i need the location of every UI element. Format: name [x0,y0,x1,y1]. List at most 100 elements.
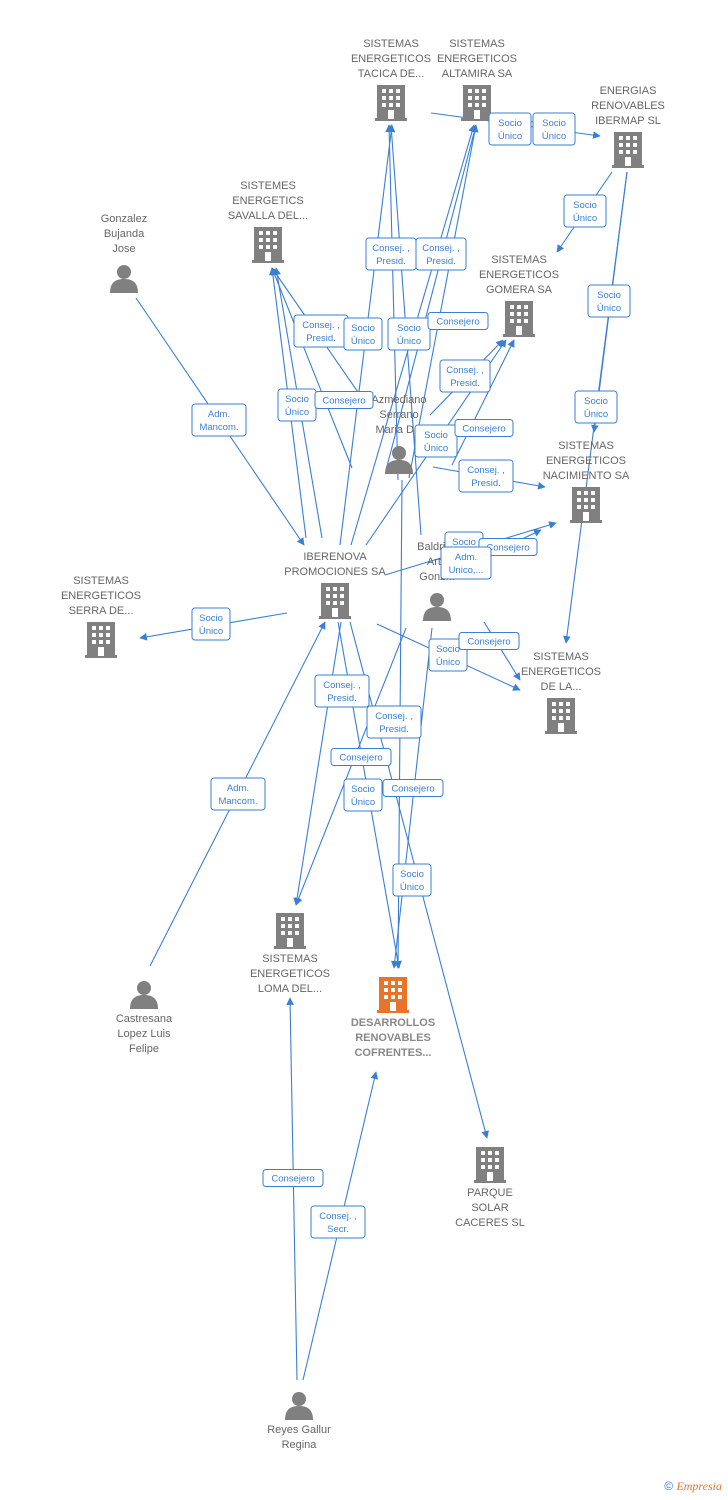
node-label-line: SISTEMES [240,180,296,192]
relation-label-r25[interactable]: Consej. ,Presid. [314,674,370,708]
relation-label-text: Consejero [271,1174,314,1185]
relation-label-text: Consej. , [319,1211,357,1222]
relation-edge [483,621,521,681]
relation-label-text: Consejero [486,543,529,554]
building-icon [319,583,351,619]
person-icon [285,1392,313,1420]
relation-label-text: Socio [573,200,597,211]
node-label-line: CACERES SL [455,1217,525,1229]
relation-label-r21[interactable]: Adm.Unico,... [440,546,492,580]
relation-label-r30[interactable]: Consejero [382,779,444,797]
relation-label-box [440,546,492,580]
relation-label-text: Consejero [391,784,434,795]
relation-label-text: Unico,... [449,565,484,576]
node-label-line: SAVALLA DEL... [228,210,308,222]
person-icon [423,593,451,621]
relation-label-text: Único [400,882,424,893]
relation-label-text: Presid. [379,724,409,735]
relation-label-text: Consejero [467,637,510,648]
relation-edge [286,997,298,1381]
relation-label-r28[interactable]: Consejero [330,748,392,766]
relation-label-r33[interactable]: Consej. ,Secr. [310,1205,366,1239]
relation-label-r16[interactable]: Consejero [454,419,514,437]
relation-label-r13[interactable]: Consejero [314,391,374,409]
node-label-line: IBERENOVA [303,551,367,563]
node-label-line: Felipe [129,1043,159,1055]
relation-label-text: Adm. [227,783,249,794]
relation-label-box [387,317,431,351]
node-label-line: Jose [112,243,135,255]
relation-label-box [343,778,383,812]
relation-label-text: Mancom. [218,796,257,807]
company-node-desarrollos[interactable]: DESARROLLOSRENOVABLESCOFRENTES... [351,977,435,1059]
relation-label-r27[interactable]: Adm. Mancom. [210,777,266,811]
relation-label-text: Presid. [450,378,480,389]
relation-label-text: Socio [400,869,424,880]
node-label-line: SISTEMAS [533,651,589,663]
building-icon [85,622,117,658]
relation-label-text: Único [436,657,460,668]
relation-label-r24[interactable]: Consejero [458,632,520,650]
node-label-line: LOMA DEL... [258,983,322,995]
relation-label-r32[interactable]: Consejero [262,1169,324,1187]
node-label-line: Lopez Luis [117,1028,171,1040]
copyright-symbol: © [664,1479,674,1493]
relation-label-r7[interactable]: Consej. ,Presid. [293,314,349,348]
relation-label-r10[interactable]: Consejero [427,312,489,330]
relation-edge [451,339,515,466]
node-label-line: TACICA DE... [358,68,424,80]
relation-label-text: Socio [397,323,421,334]
relation-label-r11[interactable]: Adm.Mancom. [191,403,247,437]
brand-logo[interactable]: Empresia [676,1479,722,1493]
node-label-line: SOLAR [471,1202,508,1214]
relation-label-r6[interactable]: Consej. ,Presid. [415,237,467,271]
relation-label-box [310,1205,366,1239]
relation-label-r5[interactable]: Consej. ,Presid. [365,237,417,271]
relation-label-text: Consej. , [302,320,340,331]
relation-label-r18[interactable]: Consej. ,Presid. [458,459,514,493]
relation-label-box [414,424,458,458]
node-label-line: SISTEMAS [449,38,505,50]
node-label-line: SISTEMAS [491,254,547,266]
node-label-line: Azmediano [371,394,426,406]
relation-label-box [382,779,444,797]
node-label-line: DE LA... [541,681,582,693]
node-label-line: COFRENTES... [354,1047,431,1059]
relation-label-text: Socio [452,537,476,548]
relation-label-text: Presid. [327,693,357,704]
relation-labels-layer: SocioÚnicoSocioÚnicoSocioÚnicoSocioÚnico… [191,112,631,1239]
node-label-line: ENERGETICOS [351,53,431,65]
relation-label-r26[interactable]: Consej. ,Presid. [366,705,422,739]
relation-label-r14[interactable]: Consej. ,Presid. [439,359,491,393]
node-label-line: IBERMAP SL [595,115,661,127]
relation-label-box [439,359,491,393]
